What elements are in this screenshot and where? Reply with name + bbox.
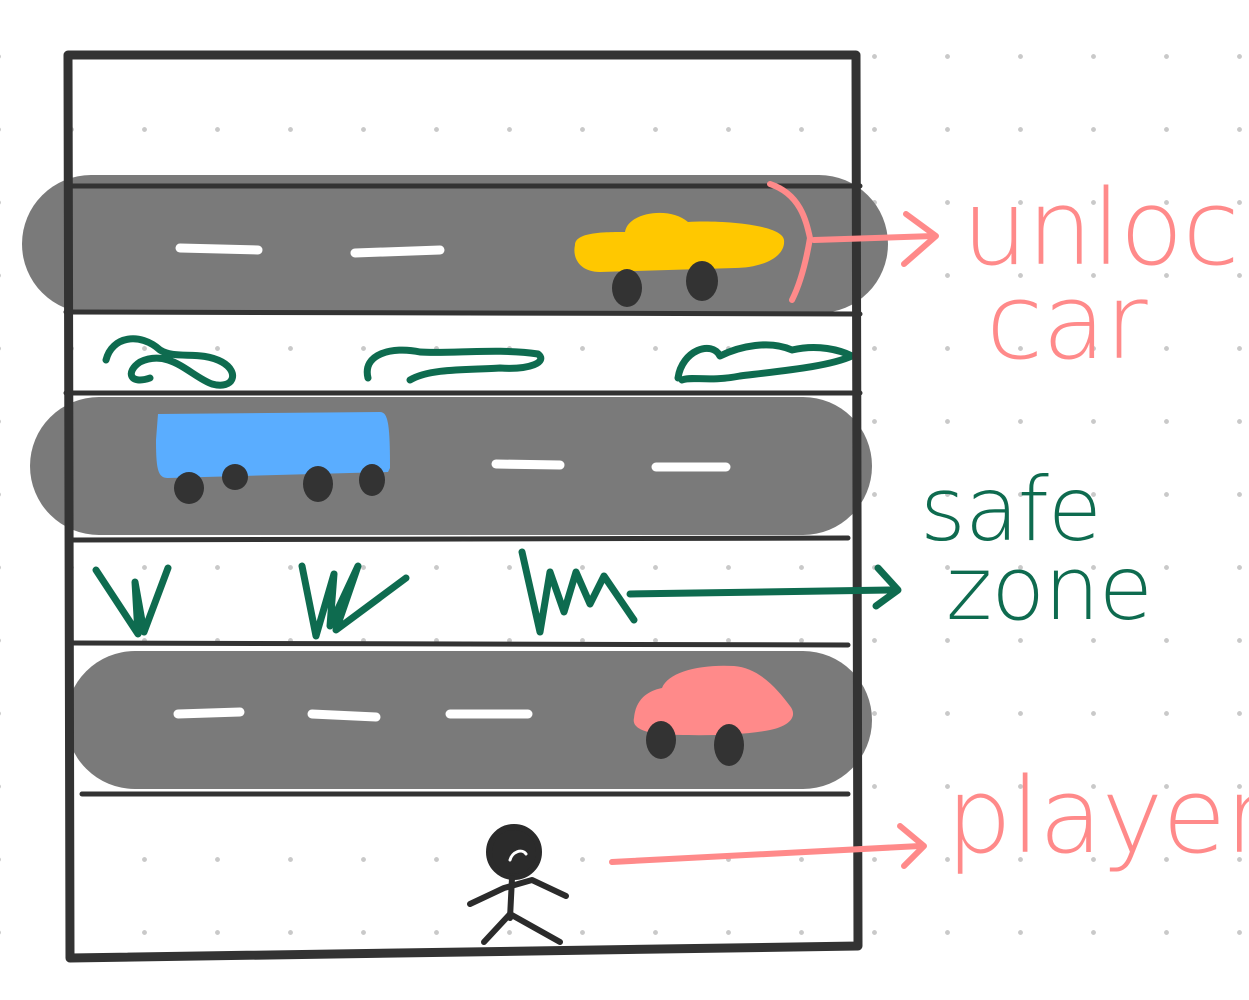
bush-icon: [674, 341, 856, 384]
unlock-car-label: unlock car: [962, 167, 1249, 383]
road-lane-top: [22, 175, 888, 313]
grass-tuft-icon: [518, 548, 638, 636]
grass-tuft-icon: [92, 564, 172, 638]
player-label-text: player: [946, 755, 1249, 877]
unlock-car-arrow: [767, 181, 939, 303]
safe-zone-label-line2: zone: [946, 537, 1153, 641]
road-lane-bottom: [66, 651, 872, 789]
bush-row: [102, 335, 856, 389]
lane-markings-top: [175, 243, 445, 258]
safe-zone-label: safe zone: [920, 458, 1153, 641]
bush-icon: [363, 346, 544, 384]
grass-row: [92, 548, 638, 640]
safe-zone-arrow: [626, 564, 902, 610]
pink-car-icon: [633, 665, 794, 766]
grass-tuft-icon: [298, 562, 410, 640]
lane-markings-bottom: [173, 707, 533, 722]
player-stick-figure-icon: [467, 824, 569, 945]
player-arrow: [609, 823, 927, 869]
unlock-car-label-line1: unlock: [962, 167, 1249, 289]
bush-icon: [102, 335, 237, 389]
unlock-car-label-line2: car: [986, 260, 1148, 383]
safe-zone-label-line1: safe: [920, 458, 1102, 561]
road-lane-middle: [30, 397, 872, 535]
yellow-car-icon: [574, 212, 785, 307]
blue-bus-icon: [156, 412, 390, 504]
player-label: player: [946, 755, 1249, 877]
lane-markings-middle: [491, 459, 731, 472]
lane-dividers: [63, 183, 863, 797]
board-frame: [63, 50, 863, 963]
